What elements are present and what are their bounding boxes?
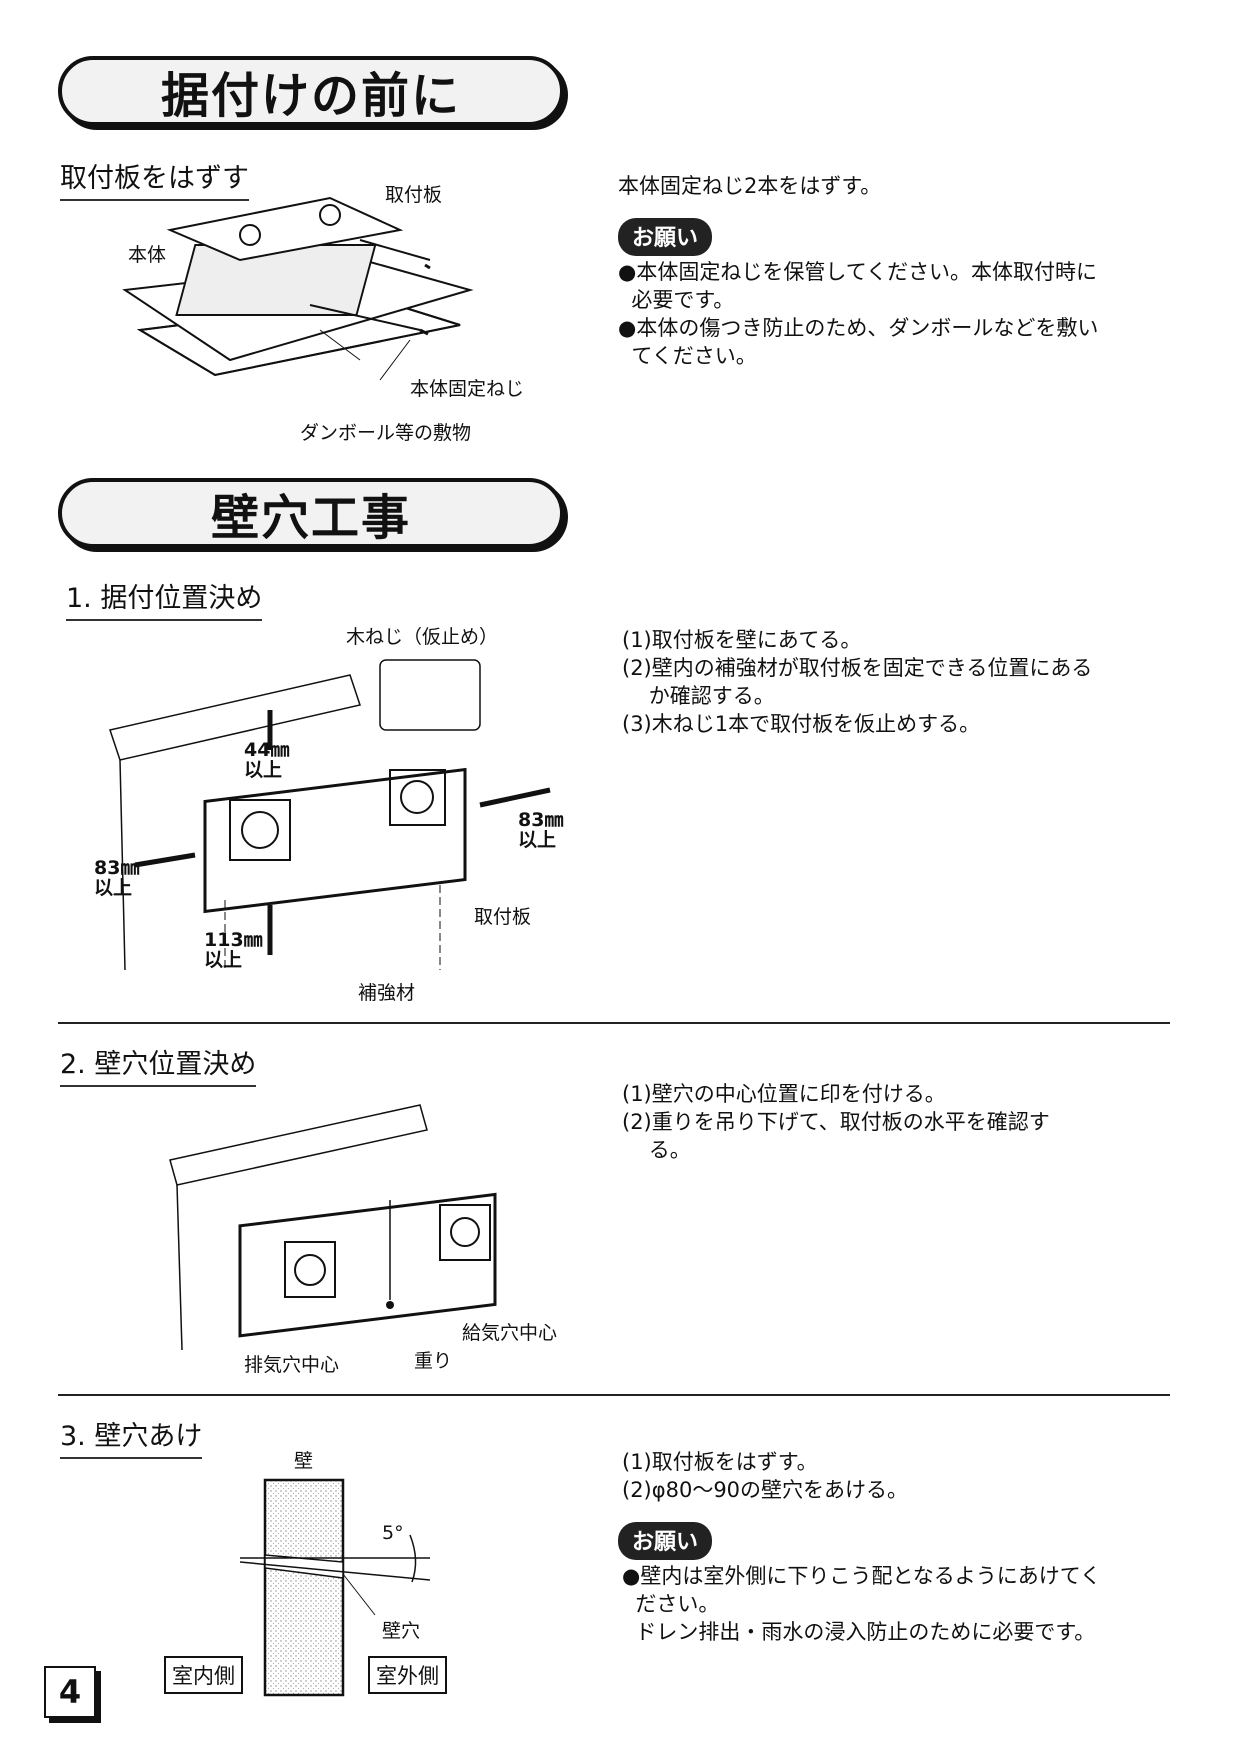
note-item: ●本体の傷つき防止のため、ダンボールなどを敷い てください。: [618, 316, 1099, 368]
label-screw: 本体固定ねじ: [410, 378, 525, 400]
section-title: 壁穴工事: [210, 490, 411, 546]
plate-level-figure: [169, 1104, 497, 1351]
divider: [58, 1022, 1170, 1024]
label-wall: 壁: [294, 1450, 314, 1472]
subheading-step2: 2. 壁穴位置決め: [60, 1042, 257, 1087]
plate-on-wall-figure: [109, 659, 551, 971]
label-outdoor: 室外側: [368, 1656, 447, 1694]
label-right-clearance: 83㎜ 以上: [518, 809, 564, 851]
step-text: (3)木ねじ1本で取付板を仮止めする。: [622, 712, 981, 736]
unit-figure: [122, 196, 474, 381]
note-badge: お願い: [618, 1522, 713, 1560]
step-text: (2)壁内の補強材が取付板を固定できる位置にある か確認する。: [622, 656, 1093, 708]
section-title-pill: 据付けの前に: [58, 56, 564, 126]
instruction-text: 本体固定ねじ2本をはずす。: [618, 174, 882, 198]
label-plate: 取付板: [474, 906, 532, 928]
label-left-clearance: 83㎜ 以上: [94, 857, 140, 899]
divider: [58, 1394, 1170, 1396]
page-number: 4: [44, 1666, 96, 1718]
note-badge: お願い: [618, 218, 713, 256]
step-text: (1)取付板を壁にあてる。: [622, 628, 862, 652]
subheading-step1: 1. 据付位置決め: [66, 576, 263, 621]
wall-hole-figure: [240, 1478, 431, 1697]
label-top-clearance: 44㎜ 以上: [244, 739, 290, 781]
label-weight: 重り: [414, 1350, 453, 1372]
label-exhaust-center: 排気穴中心: [244, 1354, 340, 1376]
subheading-remove-plate: 取付板をはずす: [60, 156, 249, 201]
label-supply-center: 給気穴中心: [462, 1322, 558, 1344]
label-mat: ダンボール等の敷物: [300, 422, 472, 444]
label-reinforcement: 補強材: [358, 982, 416, 1004]
label-angle: 5°: [382, 1522, 404, 1544]
note-item: ●本体固定ねじを保管してください。本体取付時に 必要です。: [618, 260, 1098, 312]
label-wood-screw: 木ねじ（仮止め）: [346, 626, 499, 648]
label-bottom-clearance: 113㎜ 以上: [204, 929, 263, 971]
label-body: 本体: [128, 244, 167, 266]
section-title-pill: 壁穴工事: [58, 478, 564, 548]
note-item: ●壁内は室外側に下りこう配となるようにあけてく ださい。 ドレン排出・雨水の浸入…: [622, 1564, 1102, 1644]
step-text: (2)重りを吊り下げて、取付板の水平を確認す る。: [622, 1110, 1050, 1162]
label-plate: 取付板: [385, 184, 443, 206]
step-text: (1)取付板をはずす。: [622, 1450, 818, 1474]
step-text: (2)φ80〜90の壁穴をあける。: [622, 1478, 909, 1502]
section-title: 据付けの前に: [160, 68, 461, 124]
label-indoor: 室内側: [164, 1656, 243, 1694]
subheading-step3: 3. 壁穴あけ: [60, 1414, 203, 1459]
label-wall-hole: 壁穴: [382, 1620, 421, 1642]
step-text: (1)壁穴の中心位置に印を付ける。: [622, 1082, 946, 1106]
